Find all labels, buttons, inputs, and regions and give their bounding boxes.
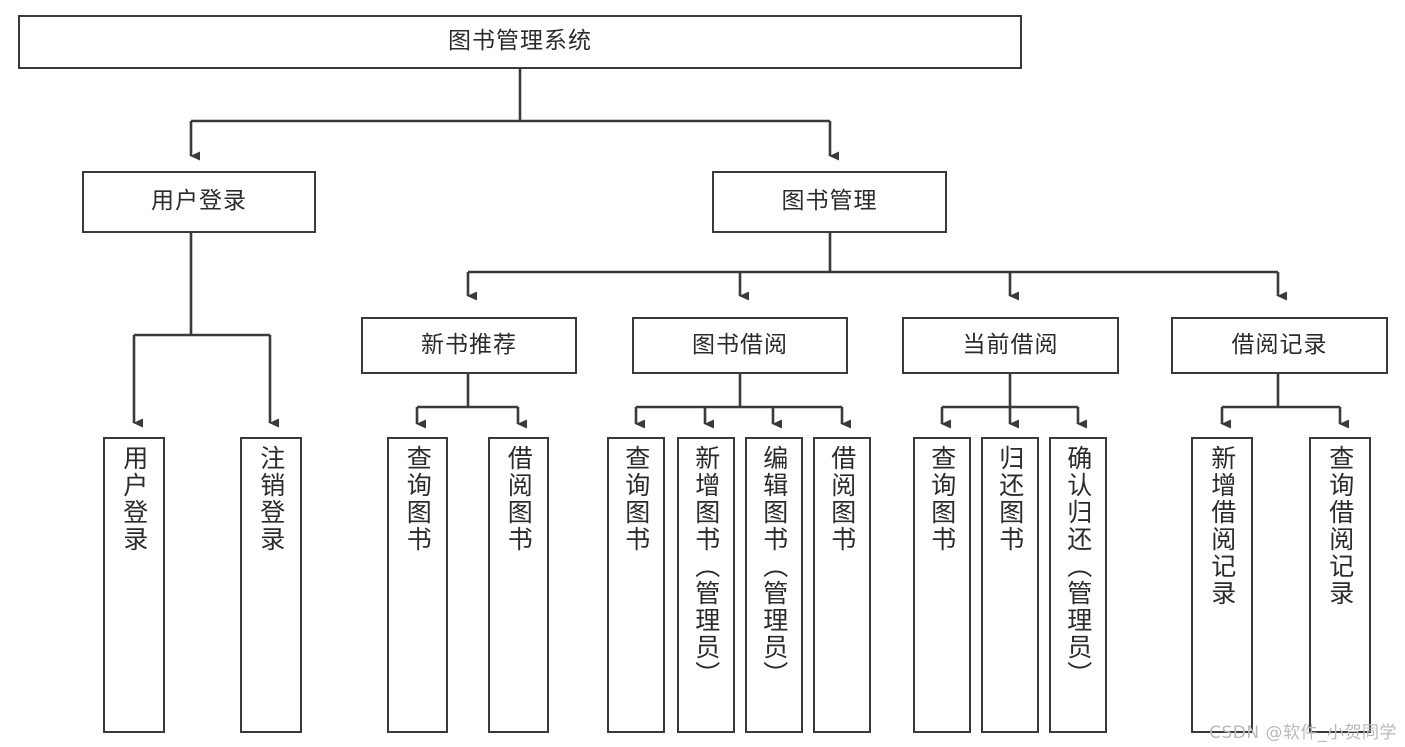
node-book-borrow[interactable]: 图书借阅 <box>632 317 848 374</box>
node-label: 借阅图书 <box>504 445 534 553</box>
leaf-borrow-record-add-record[interactable]: 新增借阅记录 <box>1191 437 1253 733</box>
node-label: 新增借阅记录 <box>1207 445 1237 607</box>
leaf-new-book-query-book[interactable]: 查询图书 <box>387 437 448 733</box>
leaf-user-login-logout[interactable]: 注销登录 <box>240 437 302 733</box>
node-user-login[interactable]: 用户登录 <box>82 171 316 233</box>
leaf-current-borrow-return-book[interactable]: 归还图书 <box>981 437 1039 733</box>
node-label: 当前借阅 <box>962 331 1059 358</box>
leaf-book-borrow-edit-book-admin[interactable]: 编辑图书（管理员） <box>745 437 803 733</box>
leaf-new-book-borrow-book[interactable]: 借阅图书 <box>488 437 549 733</box>
leaf-book-borrow-add-book-admin[interactable]: 新增图书（管理员） <box>677 437 735 733</box>
node-label: 查询图书 <box>621 445 651 553</box>
node-new-book-recommend[interactable]: 新书推荐 <box>361 317 577 374</box>
csdn-watermark: CSDN @软件_小贺同学 <box>1209 723 1397 743</box>
leaf-book-borrow-query-book[interactable]: 查询图书 <box>607 437 665 733</box>
node-current-borrow[interactable]: 当前借阅 <box>902 317 1119 374</box>
leaf-book-borrow-borrow-book[interactable]: 借阅图书 <box>813 437 871 733</box>
node-label: 用户登录 <box>151 188 247 215</box>
node-root-book-management-system[interactable]: 图书管理系统 <box>18 15 1022 69</box>
node-label: 确认归还（管理员） <box>1063 445 1093 688</box>
node-label: 借阅记录 <box>1231 331 1328 358</box>
node-label: 新书推荐 <box>421 331 517 358</box>
node-label: 用户登录 <box>119 445 149 553</box>
node-label: 查询图书 <box>403 445 433 553</box>
node-label: 查询图书 <box>927 445 957 553</box>
node-borrow-record[interactable]: 借阅记录 <box>1171 317 1388 374</box>
node-book-management[interactable]: 图书管理 <box>712 171 947 233</box>
node-label: 查询借阅记录 <box>1325 445 1355 607</box>
leaf-current-borrow-query-book[interactable]: 查询图书 <box>913 437 971 733</box>
node-label: 归还图书 <box>995 445 1025 553</box>
node-label: 编辑图书（管理员） <box>759 445 789 688</box>
leaf-borrow-record-query-record[interactable]: 查询借阅记录 <box>1309 437 1371 733</box>
node-label: 图书借阅 <box>692 331 788 358</box>
node-label: 注销登录 <box>256 445 286 553</box>
leaf-user-login-login[interactable]: 用户登录 <box>103 437 165 733</box>
node-label: 图书管理 <box>781 188 878 215</box>
node-label: 新增图书（管理员） <box>691 445 721 688</box>
node-label: 借阅图书 <box>827 445 857 553</box>
node-label: 图书管理系统 <box>448 28 592 55</box>
leaf-current-borrow-confirm-return-admin[interactable]: 确认归还（管理员） <box>1049 437 1107 733</box>
